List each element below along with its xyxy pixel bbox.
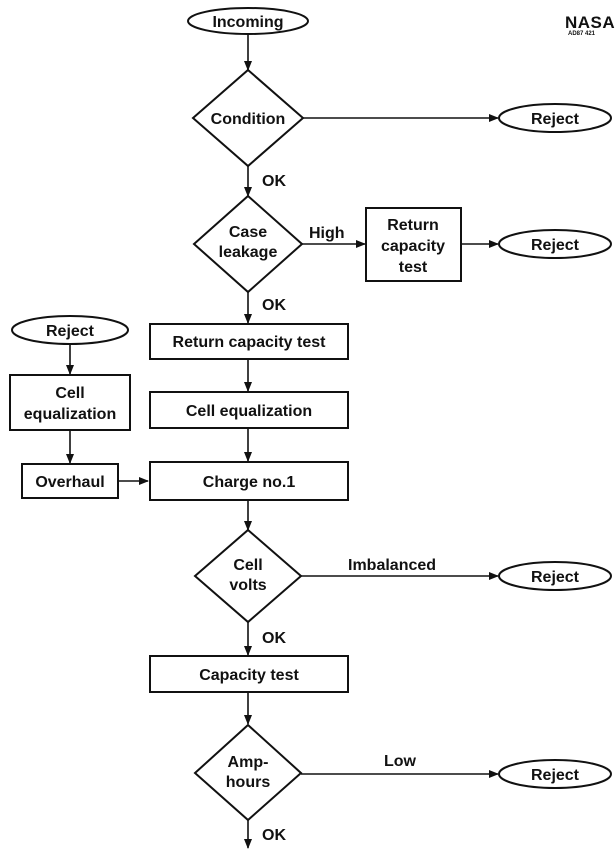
decision-case-leakage: Case leakage — [192, 194, 304, 294]
terminal-reject-amp-label: Reject — [531, 767, 580, 784]
node-incoming: Incoming — [187, 7, 309, 35]
process-return-capacity-high-line2: capacity — [381, 238, 445, 255]
decision-amp-hours: Amp- hours — [193, 723, 303, 822]
process-cell-equalization-left-line2: equalization — [24, 406, 116, 423]
terminal-reject-condition: Reject — [498, 103, 612, 133]
decision-cell-volts-line1: Cell — [233, 557, 262, 574]
process-overhaul: Overhaul — [21, 463, 119, 499]
decision-cell-volts-line2: volts — [229, 577, 266, 594]
terminal-reject-leakage: Reject — [498, 229, 612, 259]
decision-condition: Condition — [191, 68, 305, 168]
terminal-reject-left: Reject — [11, 315, 129, 345]
process-cell-equalization-label: Cell equalization — [186, 403, 312, 420]
terminal-reject-leakage-label: Reject — [531, 237, 580, 254]
terminal-reject-amp: Reject — [498, 759, 612, 789]
process-return-capacity-high: Return capacity test — [365, 207, 462, 282]
edge-label-imbalanced: Imbalanced — [348, 557, 436, 574]
edge-label-high: High — [309, 225, 345, 242]
process-charge-no1: Charge no.1 — [149, 461, 349, 501]
edge-label-ok-amp: OK — [262, 827, 286, 844]
decision-amp-hours-line2: hours — [226, 774, 271, 791]
process-cell-equalization-left-line1: Cell — [55, 385, 84, 402]
node-incoming-label: Incoming — [212, 14, 283, 31]
terminal-reject-condition-label: Reject — [531, 111, 580, 128]
edge-labels: OK High OK Imbalanced OK Low OK — [262, 173, 436, 844]
decision-cell-volts: Cell volts — [193, 528, 303, 624]
edge-label-ok-leakage: OK — [262, 297, 286, 314]
process-return-capacity-test-label: Return capacity test — [173, 334, 327, 351]
logo-text: NASA — [565, 13, 615, 32]
terminal-reject-volts-label: Reject — [531, 569, 580, 586]
edge-label-ok-condition: OK — [262, 173, 286, 190]
edge-label-low: Low — [384, 753, 417, 770]
nasa-logo: NASA AD87 421 — [565, 13, 615, 37]
terminal-reject-volts: Reject — [498, 561, 612, 591]
process-cell-equalization-left: Cell equalization — [9, 374, 131, 431]
process-capacity-test: Capacity test — [149, 655, 349, 693]
process-capacity-test-label: Capacity test — [199, 667, 299, 684]
edge-label-ok-volts: OK — [262, 630, 286, 647]
decision-case-leakage-line2: leakage — [219, 244, 278, 261]
process-overhaul-label: Overhaul — [35, 474, 104, 491]
process-return-capacity-high-line1: Return — [387, 217, 439, 234]
process-cell-equalization: Cell equalization — [149, 391, 349, 429]
process-return-capacity-test: Return capacity test — [149, 323, 349, 360]
connectors — [66, 33, 499, 849]
logo-code: AD87 421 — [568, 31, 596, 37]
decision-case-leakage-line1: Case — [229, 224, 267, 241]
process-charge-no1-label: Charge no.1 — [203, 474, 296, 491]
process-return-capacity-high-line3: test — [399, 259, 428, 276]
decision-condition-label: Condition — [211, 111, 286, 128]
decision-amp-hours-line1: Amp- — [228, 754, 269, 771]
terminal-reject-left-label: Reject — [46, 323, 95, 340]
